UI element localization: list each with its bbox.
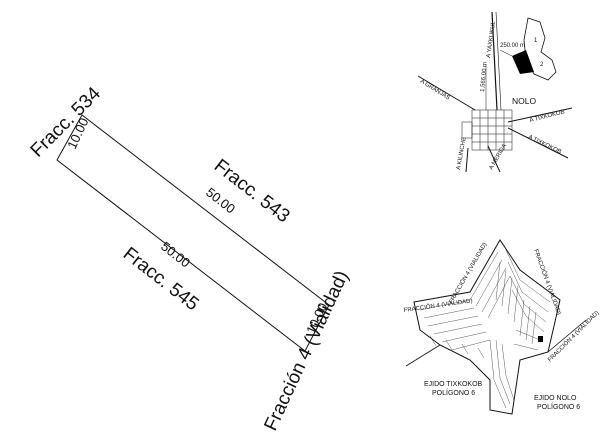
fraction-4-label-d: FRACCIÓN 4 (VIALIDAD)	[403, 297, 473, 314]
road-granjas	[417, 75, 476, 111]
subdivision-lots	[419, 249, 551, 409]
ejido-west-polygon: POLÍGONO 6	[432, 388, 475, 397]
road-tixkokob-1	[507, 107, 573, 123]
road-tixkokob-1-label: A TIXKOKOB	[529, 109, 565, 124]
ejido-east-name: EJIDO NOLO	[534, 395, 577, 402]
plot-outline	[56, 114, 330, 352]
road-kilinche	[465, 147, 469, 173]
road-granjas-label: A GRANJAS	[419, 79, 451, 102]
polygon-1-label: 1	[534, 38, 538, 44]
road-kilinche-label: A KILINCHE	[456, 137, 468, 171]
town-name-label: NOLO	[512, 96, 536, 106]
subdivision-lot-highlight	[538, 336, 543, 342]
location-map: NOLO A YAXKUKUL A GRANJAS A TIXKOKOB A T…	[417, 11, 573, 173]
fraction-4-label-a: FRACCIÓN 4 (VIALIDAD)	[448, 241, 489, 305]
road-merida	[487, 145, 501, 173]
polygon-2-label: 2	[540, 62, 544, 68]
south-neighbor-label: Fracc. 545	[119, 243, 203, 315]
fraction-4-label-c: FRACCIÓN 4 (VIALIDAD)	[546, 309, 600, 363]
road-yaxkukul	[491, 11, 498, 111]
road-tixkokob-2	[507, 127, 569, 159]
road-merida-label: A MERIDA	[489, 143, 509, 171]
west-dimension-label: 50.00	[158, 239, 193, 271]
project-polygon-highlight	[512, 50, 534, 74]
ejido-west-name: EJIDO TIXKOKOB	[424, 381, 483, 388]
road-yaxkukul-label: A YAXKUKUL	[486, 20, 497, 58]
distance-label-1566: 1,566.00 m	[480, 62, 489, 92]
ejido-east-polygon: POLÍGONO 6	[537, 402, 580, 411]
subdivision-outline	[413, 239, 561, 415]
north-neighbor-label: Fracc. 534	[27, 83, 106, 162]
distance-label-250: 250.00 m	[500, 43, 525, 49]
nolo-town-grid	[461, 109, 513, 151]
subdivision-map: FRACCIÓN 4 (VIALIDAD) FRACCIÓN 4 (VIALID…	[403, 239, 600, 415]
road-tixkokob-2-label: A TIXKOKOB	[527, 134, 562, 155]
road-frontage-label: Fracción 4 (Vialidad)	[260, 268, 353, 434]
